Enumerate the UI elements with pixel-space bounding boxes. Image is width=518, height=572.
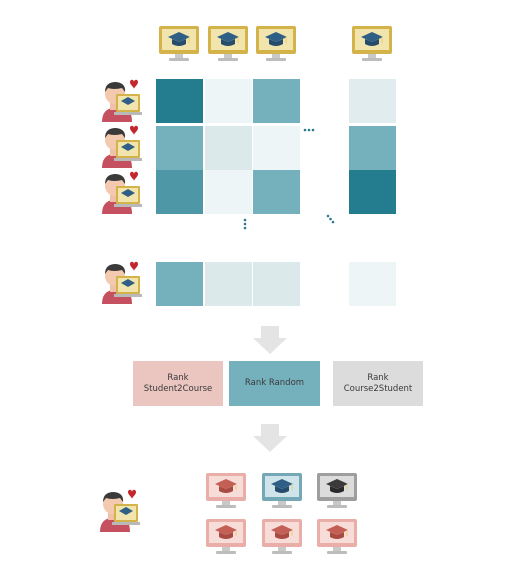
rank-box: Rank Random [229,361,320,406]
diagonal-ellipsis [331,220,335,224]
student-icon [102,79,142,122]
vertical-ellipsis [243,226,247,230]
rank-box: Rank Student2Course [133,361,223,406]
matrix-cell [205,126,252,170]
recommended-course-monitor-icon [205,472,247,509]
student-icon [102,171,142,214]
horizontal-ellipsis [303,128,307,132]
matrix-cell [253,170,300,214]
diagonal-ellipsis [326,214,330,218]
down-arrow-icon [253,326,287,354]
matrix-cell [349,126,396,170]
matrix-cell [253,79,300,123]
matrix-cell [205,262,252,306]
recommended-course-monitor-icon [261,472,303,509]
student-icon [100,489,140,532]
matrix-cell [205,79,252,123]
matrix-cell [349,170,396,214]
course-monitor-icon [207,25,249,62]
horizontal-ellipsis [311,128,315,132]
matrix-cell [253,262,300,306]
matrix-cell [253,126,300,170]
course-monitor-icon [158,25,200,62]
vertical-ellipsis [243,222,247,226]
course-monitor-icon [255,25,297,62]
rank-box-label: Rank Random [244,378,305,388]
student-icon [102,125,142,168]
down-arrow-icon [253,424,287,452]
rank-box-label: Rank Course2Student [343,372,413,394]
matrix-cell [156,170,203,214]
recommended-course-monitor-icon [316,518,358,555]
matrix-cell [349,79,396,123]
recommended-course-monitor-icon [316,472,358,509]
recommended-course-monitor-icon [261,518,303,555]
diagonal-ellipsis [329,217,332,221]
student-icon [102,261,142,304]
rank-box-label: Rank Student2Course [143,372,213,394]
recommended-course-monitor-icon [205,518,247,555]
horizontal-ellipsis [307,128,311,132]
course-monitor-icon [351,25,393,62]
matrix-cell [156,126,203,170]
matrix-cell [156,79,203,123]
vertical-ellipsis [243,218,247,222]
matrix-cell [349,262,396,306]
matrix-cell [156,262,203,306]
rank-box: Rank Course2Student [333,361,423,406]
matrix-cell [205,170,252,214]
